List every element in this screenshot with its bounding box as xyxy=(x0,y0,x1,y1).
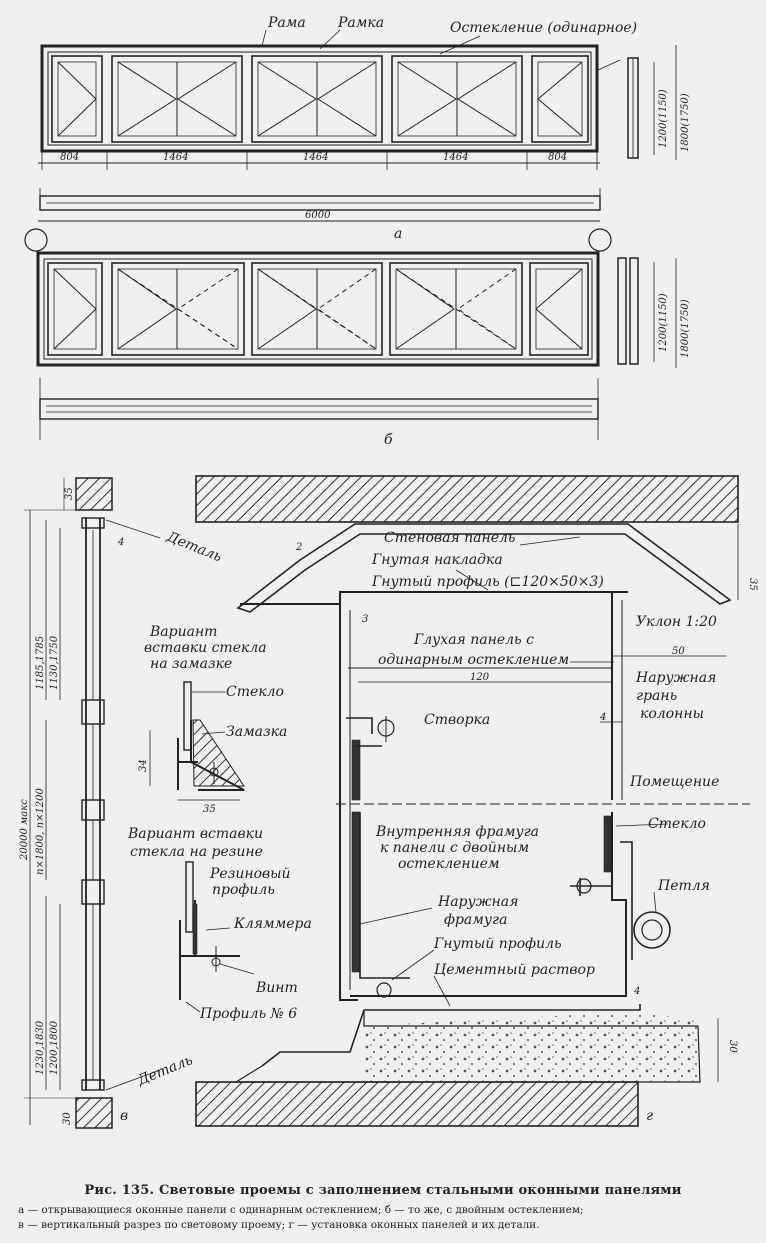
label-outer-2: грань xyxy=(636,688,677,704)
elevation-b xyxy=(36,251,677,440)
dim-30-right: 30 xyxy=(727,1040,738,1053)
dim-1230: 1230,1830 xyxy=(35,1020,46,1075)
label-clip: Кляммера xyxy=(233,916,312,932)
label-hinge: Петля xyxy=(657,878,710,894)
part-label-a: а xyxy=(394,226,402,242)
size-right-a2: 1800(1750) xyxy=(680,93,691,152)
dim-3: 3 xyxy=(362,614,368,625)
label-bent-profile-bottom: Гнутый профиль xyxy=(433,936,562,952)
label-wall-panel: Стеновая панель xyxy=(384,530,516,546)
dim-1464-2: 1464 xyxy=(303,152,328,163)
var-putty-2: вставки стекла xyxy=(144,640,267,656)
dim-20000: 20000 макс xyxy=(19,799,30,861)
dim-1464-1: 1464 xyxy=(163,152,188,163)
dim-1464-3: 1464 xyxy=(443,152,468,163)
var-rubber-2: стекла на резине xyxy=(130,844,263,860)
label-cement: Цементный раствор xyxy=(434,962,595,978)
label-bent-cover: Гнутая накладка xyxy=(371,552,503,568)
dim-4-bottom: 4 xyxy=(633,986,640,997)
label-glass-left: Стекло xyxy=(226,684,284,700)
dim-35-right: 35 xyxy=(747,578,758,591)
size-right-b2: 1800(1750) xyxy=(680,299,691,358)
part-label-g: г xyxy=(646,1108,653,1124)
var-putty-3: на замазке xyxy=(150,656,232,672)
label-outer-3: колонны xyxy=(640,706,704,722)
dim-n1800: n×1800, n×1200 xyxy=(35,787,46,875)
size-right-b1: 1200(1150) xyxy=(658,293,669,352)
label-outer-frame-1: Наружная xyxy=(437,894,518,910)
window-sashes-a xyxy=(51,55,589,143)
dim-120: 120 xyxy=(470,672,490,683)
var-putty-1: Вариант xyxy=(149,624,217,640)
label-screw: Винт xyxy=(255,980,298,996)
dim-1200: 1200,1800 xyxy=(49,1020,60,1075)
label-frame: Рама xyxy=(267,15,306,31)
var-rubber-1: Вариант вставки xyxy=(127,826,263,842)
detail-rubber xyxy=(179,861,255,1013)
part-label-v: в xyxy=(120,1108,128,1124)
label-slope: Уклон 1:20 xyxy=(636,614,717,630)
label-outer-1: Наружная xyxy=(635,670,716,686)
figure-caption-line1: а — открывающиеся оконные панели с одина… xyxy=(18,1204,584,1216)
part-label-b: б xyxy=(384,432,393,448)
label-sash: Створка xyxy=(424,712,490,728)
dim-35-mid: 35 xyxy=(203,804,216,815)
label-sub-frame: Рамка xyxy=(337,15,384,31)
dim-4-mid: 4 xyxy=(599,712,606,723)
label-glass-right: Стекло xyxy=(648,816,706,832)
dim-2: 2 xyxy=(295,542,302,553)
label-putty: Замазка xyxy=(226,724,287,740)
detail-bottom: Деталь xyxy=(135,1052,196,1089)
dim-4-left: 4 xyxy=(117,537,124,548)
dim-30-bottom: 30 xyxy=(62,1112,73,1125)
dim-6000: 6000 xyxy=(305,210,331,221)
elevation-a xyxy=(24,29,677,252)
label-profile6: Профиль № 6 xyxy=(199,1006,297,1022)
detail-putty xyxy=(149,681,245,801)
label-inner-3: остеклением xyxy=(398,856,500,872)
opening-lines-a xyxy=(57,61,583,137)
label-room: Помещение xyxy=(629,774,719,790)
label-bent-profile-top: Гнутый профиль (⊏120×50×3) xyxy=(371,574,604,590)
label-blind-2: одинарным остеклением xyxy=(378,652,569,668)
label-blind-1: Глухая панель с xyxy=(413,632,534,648)
size-right-a1: 1200(1150) xyxy=(658,89,669,148)
label-glazing-single: Остекление (одинарное) xyxy=(450,20,637,36)
rubber-1: Резиновый xyxy=(209,866,291,882)
section-v xyxy=(24,477,161,1129)
label-outer-frame-2: фрамуга xyxy=(444,912,507,928)
detail-top: Деталь xyxy=(164,528,225,565)
dim-804-right: 804 xyxy=(548,152,567,163)
detail-g xyxy=(195,475,750,1127)
dim-804-left: 804 xyxy=(60,152,79,163)
dim-1185: 1185,1785 xyxy=(35,636,46,690)
label-inner-1: Внутренняя фрамуга xyxy=(375,824,539,840)
dim-50: 50 xyxy=(672,646,685,657)
figure-caption-line2: в — вертикальный разрез по световому про… xyxy=(18,1219,540,1231)
label-inner-2: к панели с двойным xyxy=(380,840,529,856)
dim-34: 34 xyxy=(138,759,149,772)
figure-caption-title: Рис. 135. Световые проемы с заполнением … xyxy=(84,1183,682,1198)
dim-35-top: 35 xyxy=(64,487,75,500)
dim-1130: 1130,1750 xyxy=(49,635,60,690)
rubber-2: профиль xyxy=(212,882,275,898)
